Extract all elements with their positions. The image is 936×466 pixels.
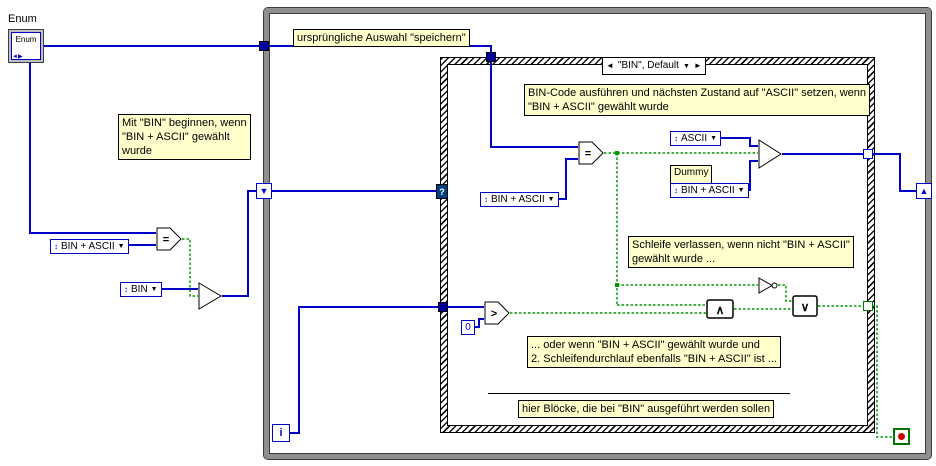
shift-down-icon: ▼ xyxy=(259,185,269,196)
dropdown-icon[interactable]: ▼ xyxy=(150,286,158,293)
case-next-arrow-icon[interactable]: ► xyxy=(693,61,702,70)
shift-up-icon: ▲ xyxy=(919,185,929,196)
const-text: BIN + ASCII xyxy=(61,240,115,252)
const-bin-ascii-2[interactable]: ↕ BIN + ASCII ▼ xyxy=(480,192,559,207)
enum-control-icon: Enum xyxy=(11,32,41,60)
wire-equal1-to-select1 xyxy=(182,238,198,297)
shift-register-right[interactable]: ▲ xyxy=(916,183,932,199)
case-prev-arrow-icon[interactable]: ◄ xyxy=(606,61,614,70)
enum-marker-icon: ↕ xyxy=(674,185,678,195)
enum-control[interactable]: Enum ◄▶ xyxy=(8,29,44,63)
const-text: BIN xyxy=(131,283,148,295)
tunnel-case-out-state[interactable] xyxy=(863,149,873,159)
comment-save-original: ursprüngliche Auswahl "speichern" xyxy=(293,29,470,47)
dropdown-icon[interactable]: ▼ xyxy=(117,243,125,250)
case-selector-terminal[interactable]: ? xyxy=(436,184,448,199)
svg-text:=: = xyxy=(163,234,169,246)
enum-control-label: Enum xyxy=(8,13,37,25)
comment-or-when: ... oder wenn "BIN + ASCII" gewählt wurd… xyxy=(527,336,781,368)
equal-node-2[interactable]: = xyxy=(578,141,604,165)
tunnel-case-left-i[interactable] xyxy=(438,302,448,312)
question-icon: ? xyxy=(439,186,445,197)
stop-dot-icon xyxy=(898,433,905,440)
enum-marker-icon: ↕ xyxy=(674,133,678,143)
shift-register-left[interactable]: ▼ xyxy=(256,183,272,199)
loop-condition-terminal[interactable] xyxy=(893,428,910,445)
comment-bin-case: BIN-Code ausführen und nächsten Zustand … xyxy=(524,84,871,116)
const-text: ASCII xyxy=(681,132,708,144)
iteration-i-icon: i xyxy=(279,427,283,439)
and-node[interactable]: ∧ xyxy=(706,299,734,319)
case-selector-label[interactable]: ◄ "BIN", Default ▼ ► xyxy=(602,57,706,75)
select-node-2[interactable] xyxy=(758,139,782,169)
const-bin[interactable]: ↕ BIN ▼ xyxy=(120,282,162,297)
const-text: BIN + ASCII xyxy=(491,193,545,205)
dummy-label: Dummy xyxy=(670,165,713,184)
const-bin-ascii-1[interactable]: ↕ BIN + ASCII ▼ xyxy=(50,239,129,254)
dropdown-icon[interactable]: ▼ xyxy=(547,196,555,203)
enum-updown-icon: ◄▶ xyxy=(12,54,23,60)
not-node[interactable] xyxy=(758,277,780,294)
wire-select1-to-shiftreg xyxy=(222,190,258,297)
svg-text:∧: ∧ xyxy=(716,303,725,317)
svg-text:∨: ∨ xyxy=(801,300,810,314)
divider-line xyxy=(488,393,790,394)
case-selector-text[interactable]: "BIN", Default xyxy=(617,60,679,71)
enum-marker-icon: ↕ xyxy=(54,241,58,251)
comment-begin-bin: Mit "BIN" beginnen, wenn "BIN + ASCII" g… xyxy=(118,114,251,160)
tunnel-case-top[interactable] xyxy=(486,52,496,62)
svg-text:>: > xyxy=(491,308,497,320)
const-zero[interactable]: 0 xyxy=(461,320,475,335)
iteration-terminal[interactable]: i xyxy=(272,424,290,442)
enum-marker-icon: ↕ xyxy=(484,194,488,204)
dropdown-icon[interactable]: ▼ xyxy=(710,135,718,142)
tunnel-loop-input[interactable] xyxy=(259,41,269,51)
equal-node-1[interactable]: = xyxy=(156,227,182,251)
const-bin-ascii-3[interactable]: ↕ BIN + ASCII ▼ xyxy=(670,183,749,198)
svg-text:=: = xyxy=(585,148,591,160)
or-node[interactable]: ∨ xyxy=(792,295,818,317)
comment-bin-blocks: hier Blöcke, die bei "BIN" ausgeführt we… xyxy=(518,400,775,418)
const-text: BIN + ASCII xyxy=(681,184,735,196)
tunnel-case-out-bool[interactable] xyxy=(863,301,873,311)
const-ascii[interactable]: ↕ ASCII ▼ xyxy=(670,131,722,146)
enum-marker-icon: ↕ xyxy=(124,284,128,294)
dropdown-icon[interactable]: ▼ xyxy=(737,187,745,194)
select-node-1[interactable] xyxy=(198,282,222,310)
comment-leave-loop: Schleife verlassen, wenn nicht "BIN + AS… xyxy=(628,236,854,268)
greater-node[interactable]: > xyxy=(484,301,510,325)
while-loop xyxy=(264,8,931,459)
case-dropdown-icon[interactable]: ▼ xyxy=(682,62,690,70)
